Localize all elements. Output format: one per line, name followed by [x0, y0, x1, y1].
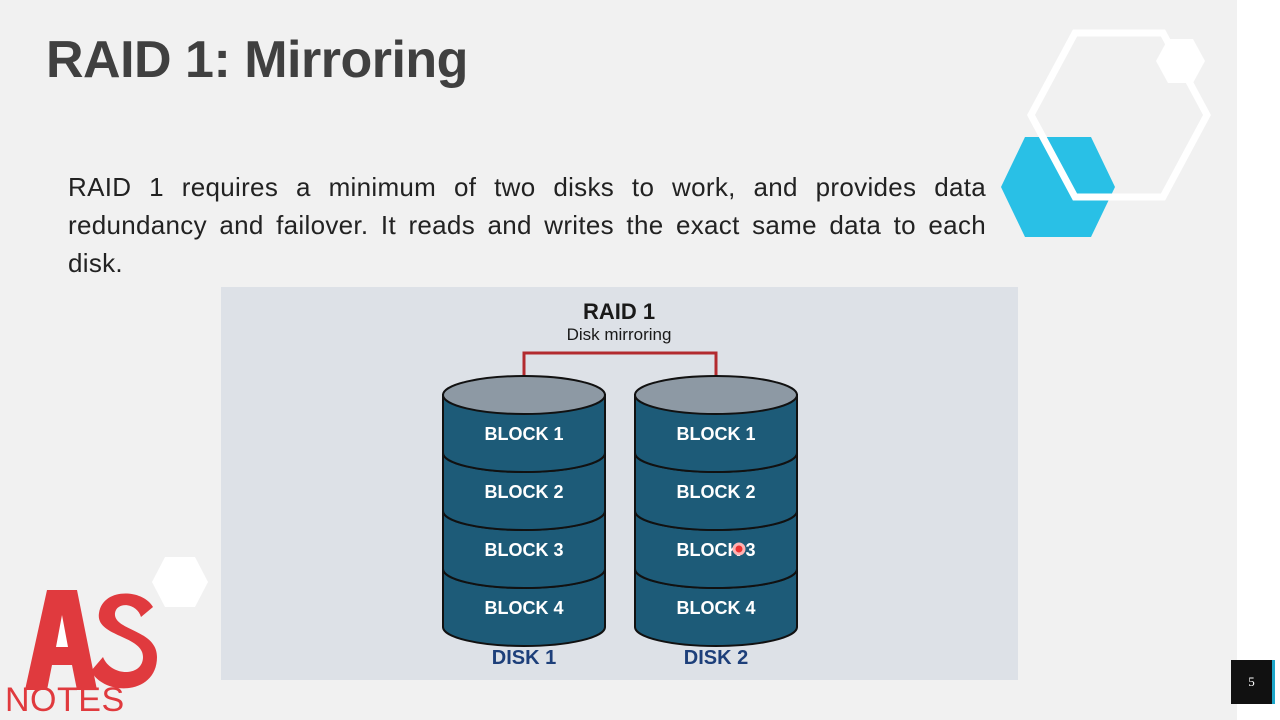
- right-edge-strip: [1237, 0, 1280, 720]
- disk-block-segment: [634, 510, 798, 589]
- small-hexagon-icon: [152, 557, 208, 607]
- disk-block-segment: [442, 510, 606, 589]
- diagram-title: RAID 1: [583, 299, 655, 324]
- slide-number: 5: [1231, 660, 1275, 704]
- block-label: BLOCK 3: [484, 540, 563, 560]
- slide-title: RAID 1: Mirroring: [46, 31, 468, 89]
- logo-notes-text: NOTES: [5, 681, 125, 719]
- disk-block-segment: [442, 452, 606, 531]
- disk-block-segment: [634, 452, 798, 531]
- logo-letters-text: AS: [25, 585, 27, 586]
- block-label: BLOCK 1: [676, 424, 755, 444]
- disk-block-segment: [634, 568, 798, 647]
- block-label: BLOCK 4: [484, 598, 563, 618]
- slide-body-text: RAID 1 requires a minimum of two disks t…: [68, 172, 986, 278]
- mirror-connector-line: [522, 351, 718, 395]
- block-label: BLOCK 4: [676, 598, 755, 618]
- disk-1-label: DISK 1: [492, 647, 556, 669]
- disk-1-stack: BLOCK 1 BLOCK 2 BLOCK 3 BLOCK 4: [442, 375, 606, 647]
- disk-2-label: DISK 2: [684, 647, 748, 669]
- block-label: BLOCK 2: [676, 482, 755, 502]
- block-label: BLOCK 2: [484, 482, 563, 502]
- disk-block-segment: [442, 394, 606, 473]
- as-notes-logo-icon: AS: [25, 585, 157, 690]
- disk-block-segment: [634, 394, 798, 473]
- disk-block-segment: [442, 568, 606, 647]
- diagram-subtitle: Disk mirroring: [567, 325, 672, 344]
- block-label: BLOCK 1: [484, 424, 563, 444]
- hexagon-decoration-icon: [1001, 29, 1211, 237]
- cursor-pointer-dot: [732, 542, 746, 556]
- disk-top-platter: [634, 375, 798, 415]
- disk-top-platter: [442, 375, 606, 415]
